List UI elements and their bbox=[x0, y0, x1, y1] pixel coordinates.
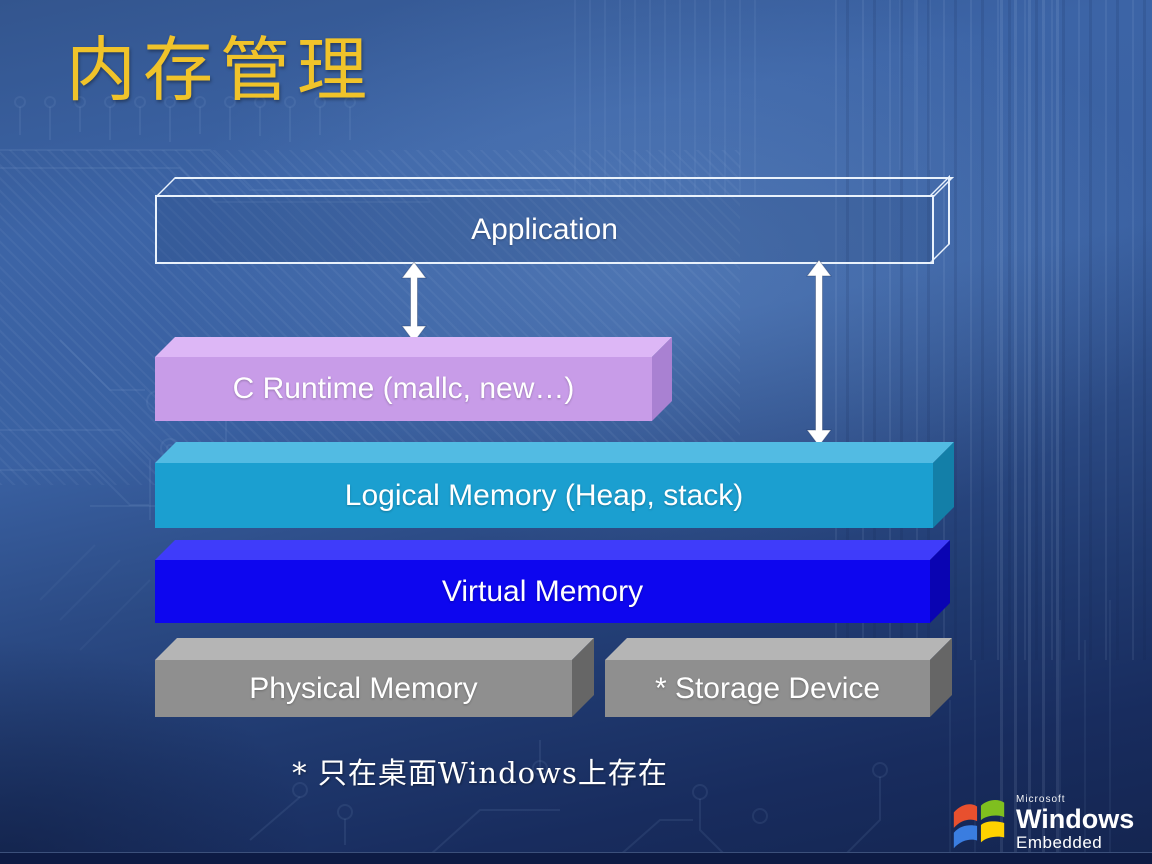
application-box: Application bbox=[155, 175, 954, 264]
c-runtime-label: C Runtime (mallc, new…) bbox=[232, 372, 575, 405]
storage-device-box-front-face: * Storage Device bbox=[605, 660, 930, 717]
physical-memory-box-top-face bbox=[155, 638, 594, 660]
virtual-memory-box-top-face bbox=[155, 540, 950, 560]
windows-wordmark: Windows bbox=[1016, 804, 1135, 834]
physical-memory-label: Physical Memory bbox=[249, 671, 478, 705]
application-box-top-face bbox=[155, 177, 954, 197]
virtual-memory-box-front-face: Virtual Memory bbox=[155, 560, 930, 623]
logical-memory-box-top-face bbox=[155, 442, 954, 463]
windows-flag-icon bbox=[953, 800, 1005, 849]
physical-memory-box-front-face: Physical Memory bbox=[155, 660, 572, 717]
c-runtime-box-top-face bbox=[155, 337, 672, 357]
application-label: Application bbox=[471, 212, 618, 246]
c-runtime-box-front-face: C Runtime (mallc, new…) bbox=[155, 357, 652, 421]
slide-title: 内存管理 bbox=[66, 29, 374, 111]
virtual-memory-box: Virtual Memory bbox=[155, 540, 950, 623]
logical-memory-box: Logical Memory (Heap, stack) bbox=[155, 442, 954, 528]
logical-memory-label: Logical Memory (Heap, stack) bbox=[344, 478, 744, 512]
storage-device-box-top-face bbox=[605, 638, 952, 660]
windows-embedded-logo: Microsoft Windows Embedded bbox=[948, 786, 1148, 860]
background-vertical-streaks-right bbox=[1000, 0, 1070, 864]
storage-device-box: * Storage Device bbox=[605, 638, 952, 717]
arrow-application-c-runtime bbox=[401, 262, 427, 342]
storage-device-label: * Storage Device bbox=[654, 671, 881, 705]
background-diagonal-hatch bbox=[0, 150, 740, 485]
virtual-memory-label: Virtual Memory bbox=[441, 574, 644, 608]
arrow-application-logical-memory bbox=[806, 260, 832, 446]
footnote: * 只在桌面Windows上存在 bbox=[292, 756, 668, 790]
c-runtime-box: C Runtime (mallc, new…) bbox=[155, 337, 672, 421]
bottom-edge-bar bbox=[0, 852, 1152, 864]
microsoft-wordmark: Microsoft bbox=[1016, 794, 1066, 805]
application-box-front-face: Application bbox=[155, 195, 934, 264]
physical-memory-box: Physical Memory bbox=[155, 638, 594, 717]
embedded-wordmark: Embedded bbox=[1016, 833, 1103, 852]
logical-memory-box-front-face: Logical Memory (Heap, stack) bbox=[155, 463, 933, 528]
